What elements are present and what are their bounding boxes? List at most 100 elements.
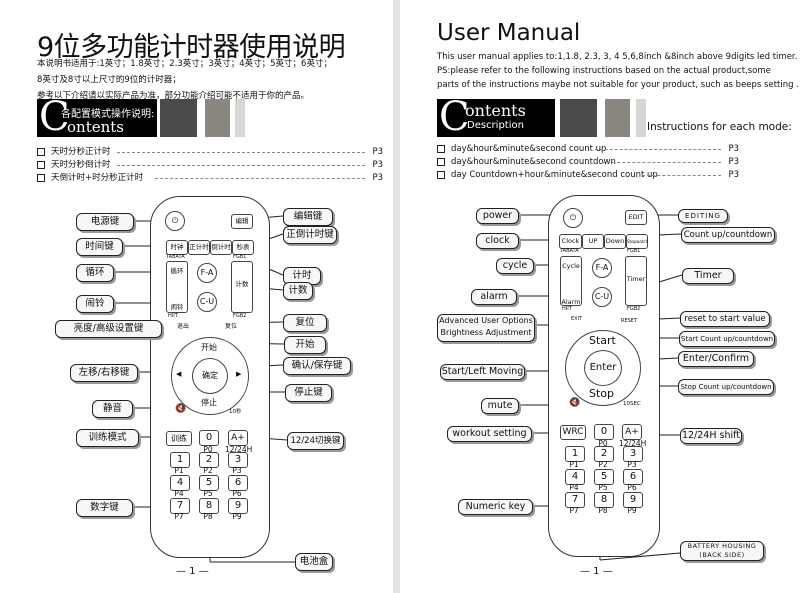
key-0[interactable]: 0 <box>199 430 219 446</box>
key-0-label: P0 <box>203 445 213 454</box>
fgb1-label: FGB1 <box>627 248 641 254</box>
key-3[interactable]: 3 <box>228 452 248 468</box>
callout-mute: 静音 <box>92 400 133 418</box>
callout-alarm: alarm <box>471 289 517 305</box>
count-down-button[interactable]: 倒计时 <box>210 240 232 255</box>
key-0[interactable]: 0 <box>594 424 614 440</box>
workout-button[interactable]: WRC <box>560 425 586 440</box>
key-5[interactable]: 5 <box>199 475 219 491</box>
key-9[interactable]: 9 <box>623 492 643 508</box>
callout-time: 时间键 <box>76 238 123 256</box>
exit-button[interactable]: EXIT <box>571 316 583 322</box>
hiit-label: HIIT <box>562 306 572 312</box>
key-7[interactable]: 7 <box>565 492 585 508</box>
callout-reset: 复位 <box>283 314 327 332</box>
cycle-alarm-rocker[interactable]: 循环闹铃 <box>166 261 188 313</box>
key-5[interactable]: 5 <box>594 469 614 485</box>
key-7[interactable]: 7 <box>170 498 190 514</box>
page-number: — 1 — <box>176 566 209 577</box>
timer-rocker[interactable]: Timer <box>625 256 647 306</box>
checkbox-icon <box>37 147 45 156</box>
key-3-label: P3 <box>627 460 637 469</box>
edit-button[interactable]: EDIT <box>625 210 647 225</box>
checkbox-icon <box>437 144 445 153</box>
remote-control: ⏻ 编辑 时钟 正计时 倒计时 秒表 TABATA FGB1 循环闹铃 F-A … <box>150 196 270 558</box>
workout-button[interactable]: 训练 <box>166 431 192 446</box>
intro-line-3: parts of the instructions maybe not suit… <box>437 80 799 90</box>
left-arrow-icon[interactable]: ◀ <box>176 370 182 378</box>
key-9[interactable]: 9 <box>228 498 248 514</box>
key-2[interactable]: 2 <box>199 452 219 468</box>
reset-button[interactable]: RESET <box>621 318 638 324</box>
key-3[interactable]: 3 <box>623 446 643 462</box>
chinese-page: 9位多功能计时器使用说明 本说明书适用于:1英寸；1.8英寸；2.3英寸；3英寸… <box>0 0 393 593</box>
key-4[interactable]: 4 <box>170 475 190 491</box>
callout-numeric: Numeric key <box>458 499 533 515</box>
remote-control: ⏻ EDIT Clock UP Down Stopwatch TABATA FG… <box>548 195 660 557</box>
contents-banner: C ontents Description <box>437 95 555 139</box>
edit-button[interactable]: 编辑 <box>231 214 253 229</box>
key-4[interactable]: 4 <box>565 469 585 485</box>
intro-line-1: This user manual applies to:1,1.8, 2.3, … <box>437 52 798 62</box>
key-9-label: P9 <box>232 512 242 521</box>
key-8[interactable]: 8 <box>594 492 614 508</box>
fa-button[interactable]: F-A <box>592 258 612 278</box>
clock-button[interactable]: 时钟 <box>166 240 188 255</box>
fa-button[interactable]: F-A <box>197 263 217 283</box>
key-6[interactable]: 6 <box>623 469 643 485</box>
key-3-label: P3 <box>232 466 242 475</box>
key-1[interactable]: 1 <box>565 446 585 462</box>
count-up-button[interactable]: 正计时 <box>188 240 210 255</box>
key-4-label: P4 <box>174 489 184 498</box>
key-2-label: P2 <box>598 460 608 469</box>
callout-mute: mute <box>481 398 519 414</box>
count-down-button[interactable]: Down <box>604 234 626 249</box>
mute-icon[interactable]: 🔇 <box>175 404 187 414</box>
key-7-label: P7 <box>569 506 579 515</box>
stopwatch-button[interactable]: 秒表 <box>232 240 254 255</box>
a-plus-button[interactable]: A+ <box>622 424 642 440</box>
key-2[interactable]: 2 <box>594 446 614 462</box>
ten-second-button[interactable]: 10秒 <box>229 409 242 415</box>
power-icon[interactable]: ⏻ <box>563 208 583 228</box>
tabata-label: TABATA <box>166 254 185 260</box>
callout-brightness: 亮度/高级设置键 <box>55 320 162 338</box>
color-swatch-dark <box>160 99 197 137</box>
a-plus-button[interactable]: A+ <box>228 430 248 446</box>
intro-line-2: PS:please refer to the following instruc… <box>437 66 771 76</box>
count-rocker[interactable]: 计数 <box>231 261 253 313</box>
ten-second-button[interactable]: 10SEC <box>623 401 641 407</box>
exit-button[interactable]: 退出 <box>177 323 190 330</box>
start-button[interactable]: Start <box>589 334 616 347</box>
cu-button[interactable]: C-U <box>197 292 217 312</box>
right-arrow-icon[interactable]: ▶ <box>236 370 242 378</box>
reset-button[interactable]: 复位 <box>225 323 238 330</box>
mute-icon[interactable]: 🔇 <box>569 398 581 408</box>
key-8[interactable]: 8 <box>199 498 219 514</box>
stopwatch-button[interactable]: Stopwatch <box>626 234 648 249</box>
stop-button[interactable]: Stop <box>589 387 615 400</box>
key-1[interactable]: 1 <box>170 452 190 468</box>
enter-button[interactable]: Enter <box>584 350 622 386</box>
key-1-label: P1 <box>569 460 579 469</box>
h1224-label: 12/24H <box>225 445 253 454</box>
key-6[interactable]: 6 <box>228 475 248 491</box>
contents-initial: C <box>439 94 470 140</box>
callout-editing: EDITING <box>678 209 728 223</box>
callout-left-right: 左移/右移键 <box>70 364 138 382</box>
enter-button[interactable]: 确定 <box>192 358 228 394</box>
clock-button[interactable]: Clock <box>559 234 582 249</box>
page-title: User Manual <box>437 20 581 46</box>
stop-button[interactable]: 停止 <box>201 398 217 407</box>
cu-button[interactable]: C-U <box>592 287 612 307</box>
start-button[interactable]: 开始 <box>201 343 217 352</box>
power-icon[interactable]: ⏻ <box>165 211 185 231</box>
callout-workout: workout setting <box>447 426 532 442</box>
count-up-button[interactable]: UP <box>582 234 604 249</box>
h1224-label: 12/24H <box>619 439 647 448</box>
fgb1-label: FGB1 <box>233 254 247 260</box>
